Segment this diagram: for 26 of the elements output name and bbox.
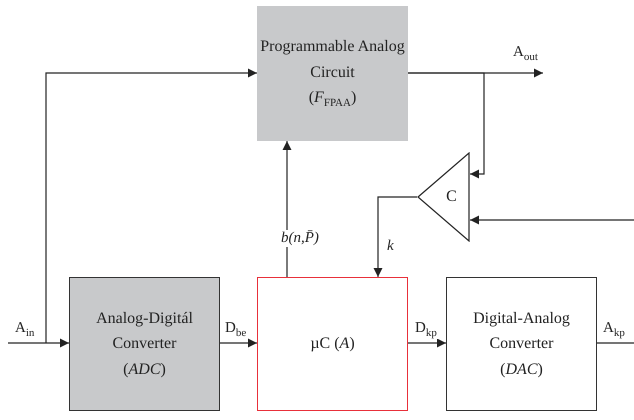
edge-label: D$_{kp}$: [414, 320, 438, 340]
process-box: [69, 277, 220, 411]
process-box: [446, 277, 597, 411]
arrow: [408, 72, 485, 178]
edge-label: b(n,P̄): [280, 230, 320, 246]
node-label: C: [446, 187, 457, 208]
arrow: [45, 68, 257, 343]
node-label: (F$_{FPAA}$): [308, 88, 356, 112]
process-box: [257, 6, 408, 141]
edge-label: A$_{out}$: [512, 44, 539, 64]
arrow: [8, 338, 69, 348]
arrow: [282, 141, 292, 277]
node-label: Digital-Analog Converter: [472, 308, 571, 354]
comparator-triangle: [417, 152, 470, 242]
arrow: [470, 216, 634, 224]
node-label: (DAC): [500, 360, 543, 380]
node-label: Analog-Digitál Converter: [95, 308, 194, 354]
edge-label: A$_{kp}$: [602, 320, 626, 340]
arrow: [374, 196, 417, 277]
node-label: (ADC): [123, 360, 166, 380]
arrow: [408, 338, 446, 348]
edge-label: D$_{be}$: [224, 320, 248, 340]
node-label: Programmable Analog Circuit: [259, 37, 406, 83]
node-label: µC (A): [310, 334, 355, 354]
process-box: [257, 277, 408, 411]
arrow: [220, 338, 257, 348]
